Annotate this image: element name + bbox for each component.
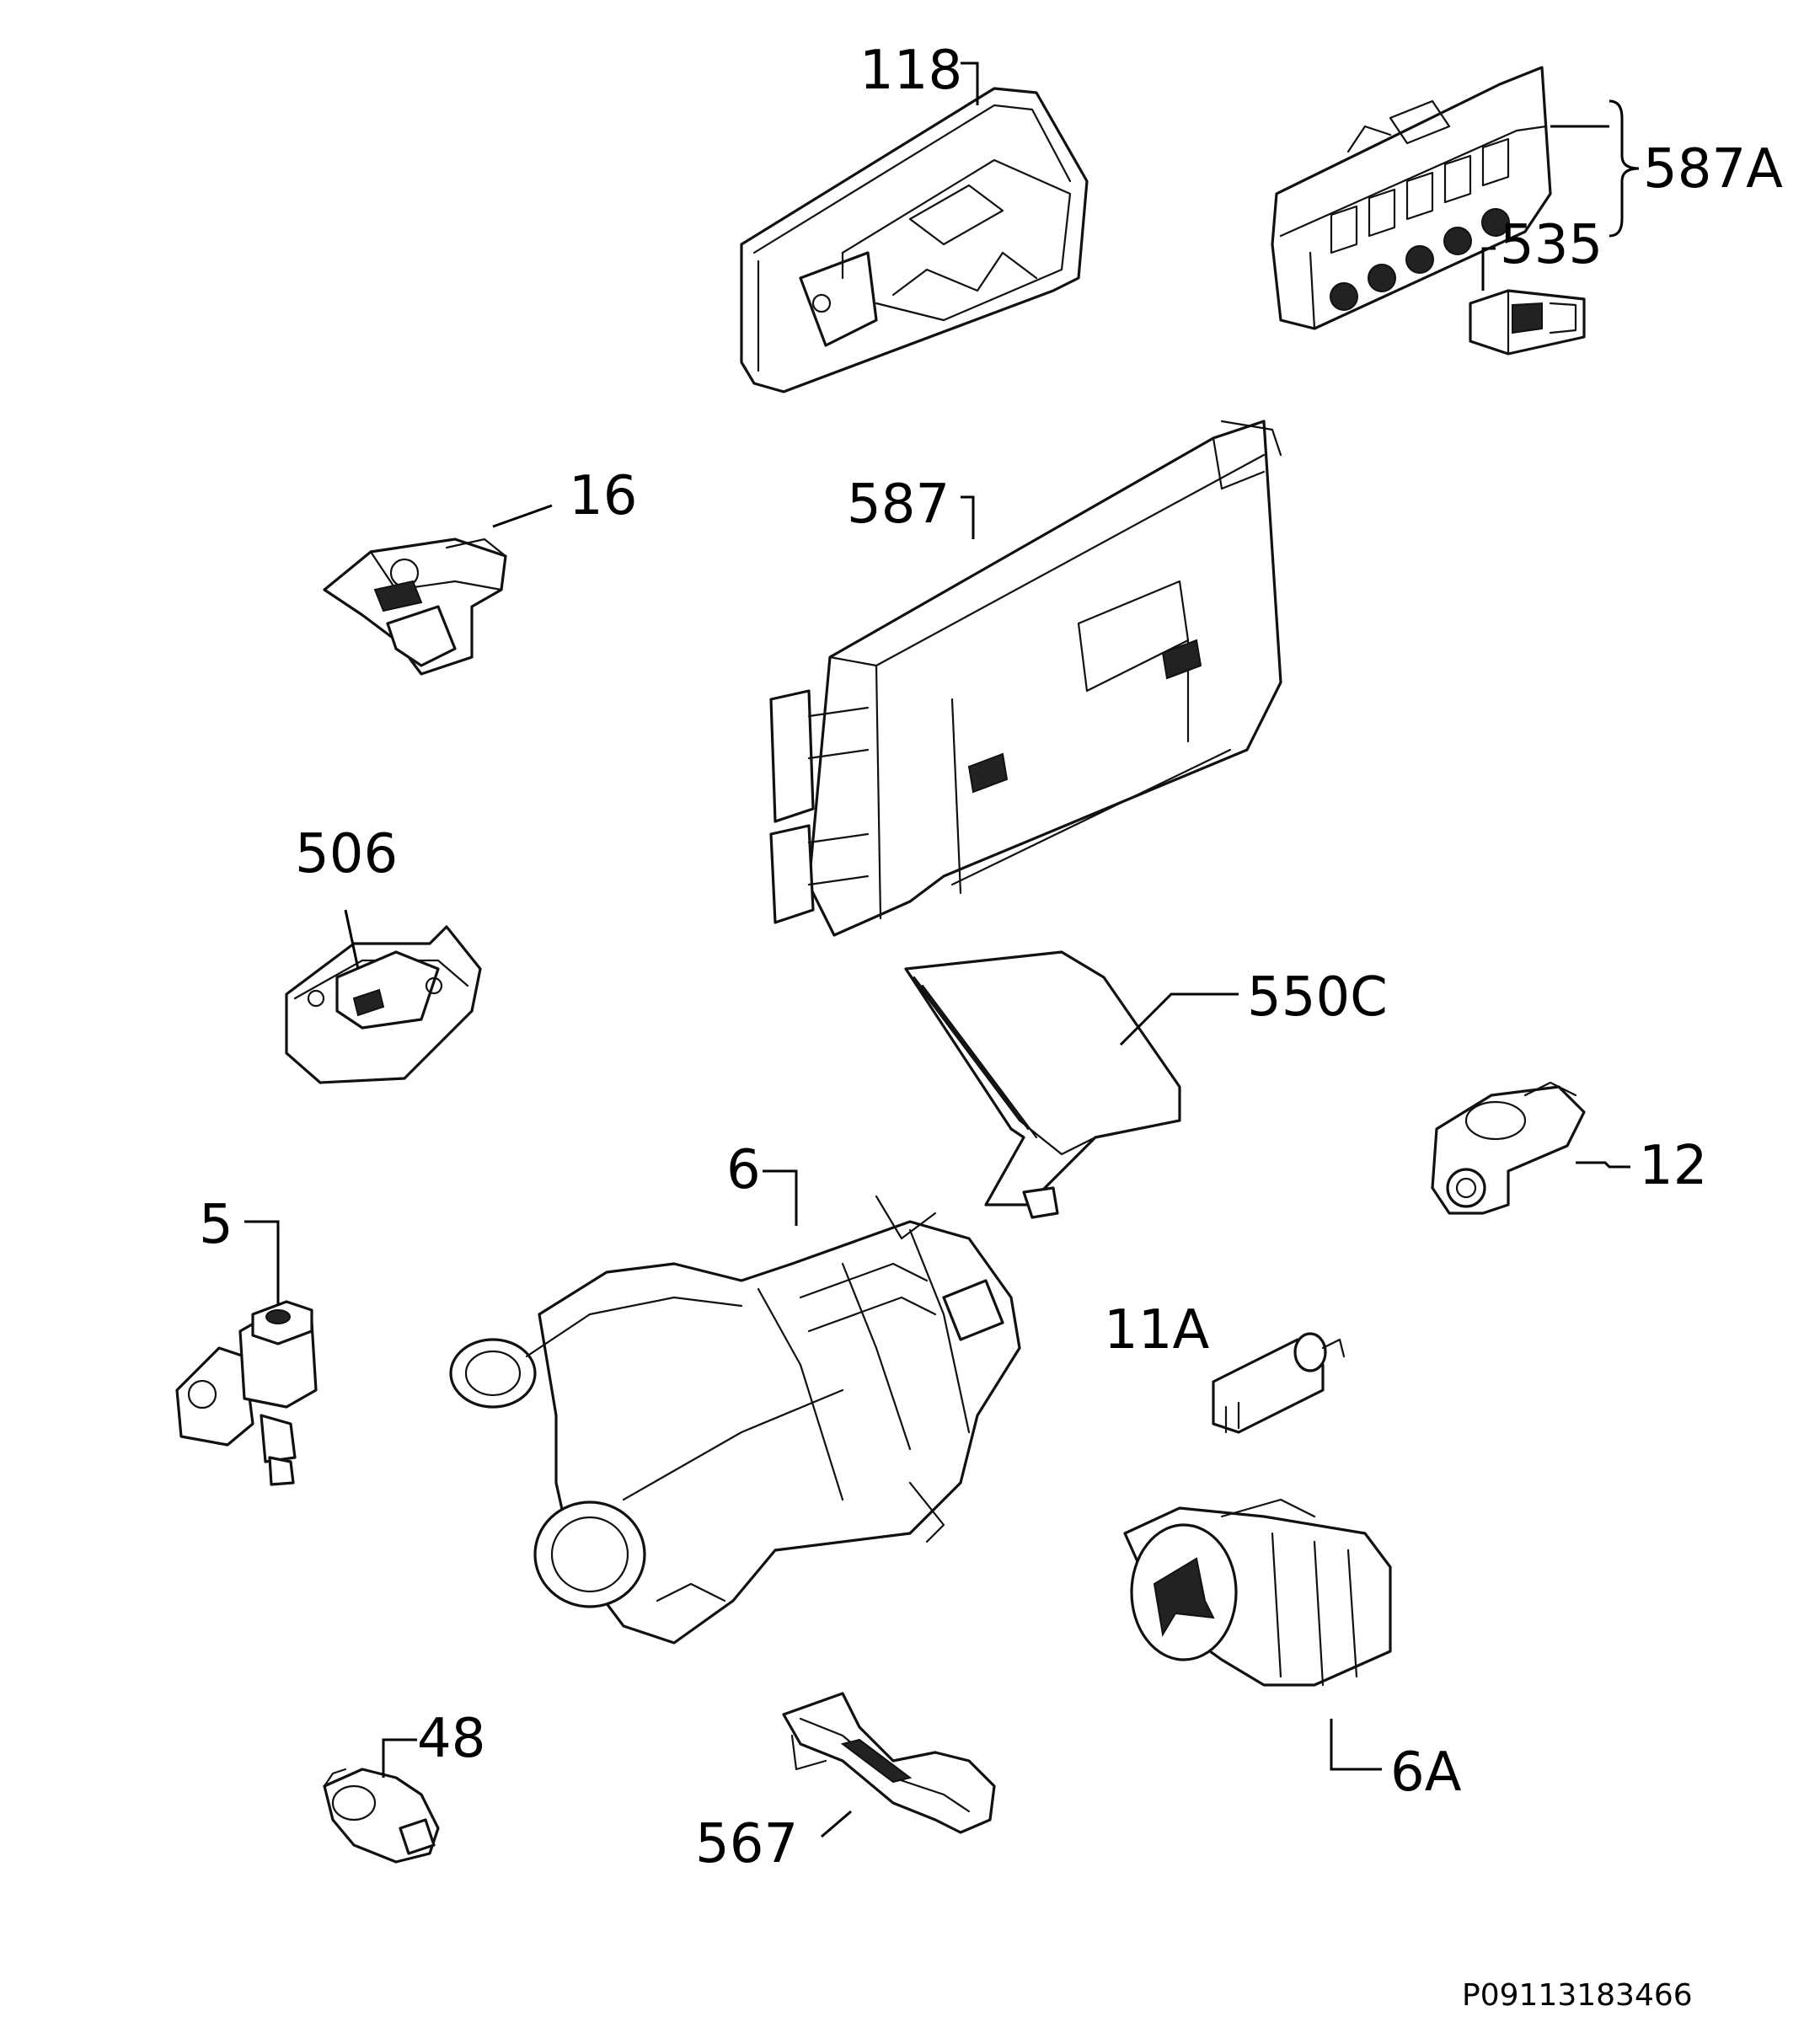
diagram-reference-id: P09113183466 (1462, 1978, 1693, 2013)
part-506-bracket[interactable] (285, 925, 482, 1084)
label-535: 535 (1500, 214, 1603, 276)
label-587: 587 (847, 473, 950, 536)
part-567-clip[interactable] (782, 1692, 996, 1834)
part-118-panel-housing[interactable] (740, 87, 1089, 393)
label-6a: 6A (1390, 1741, 1462, 1804)
part-535-connector[interactable] (1469, 289, 1586, 356)
label-12: 12 (1639, 1135, 1707, 1197)
label-506: 506 (295, 823, 398, 885)
part-labels: 118 587A 535 16 587 506 550C 12 6 5 11A … (199, 40, 1783, 2013)
part-550c-cover[interactable] (904, 950, 1181, 1219)
label-567: 567 (695, 1813, 798, 1875)
part-48-sensor[interactable] (323, 1768, 440, 1864)
part-5-inlet-valve[interactable] (175, 1300, 318, 1486)
part-587-control-module[interactable] (769, 420, 1282, 937)
part-12-pressure-switch[interactable] (1431, 1081, 1586, 1215)
label-5: 5 (199, 1194, 233, 1256)
part-11a-filter[interactable] (1212, 1332, 1346, 1434)
label-11a: 11A (1104, 1299, 1209, 1361)
label-587a: 587A (1643, 138, 1783, 201)
label-16: 16 (569, 465, 637, 527)
part-587a-interface-board[interactable] (1271, 66, 1552, 330)
label-48: 48 (417, 1708, 485, 1770)
leader-lines (244, 62, 1640, 1838)
part-6-circulation-pump[interactable] (449, 1195, 1021, 1645)
part-16-door-lock[interactable] (323, 538, 507, 676)
label-6: 6 (726, 1139, 761, 1201)
part-6a-drain-pump[interactable] (1123, 1498, 1392, 1687)
label-118: 118 (859, 40, 962, 102)
label-550c: 550C (1247, 966, 1388, 1029)
